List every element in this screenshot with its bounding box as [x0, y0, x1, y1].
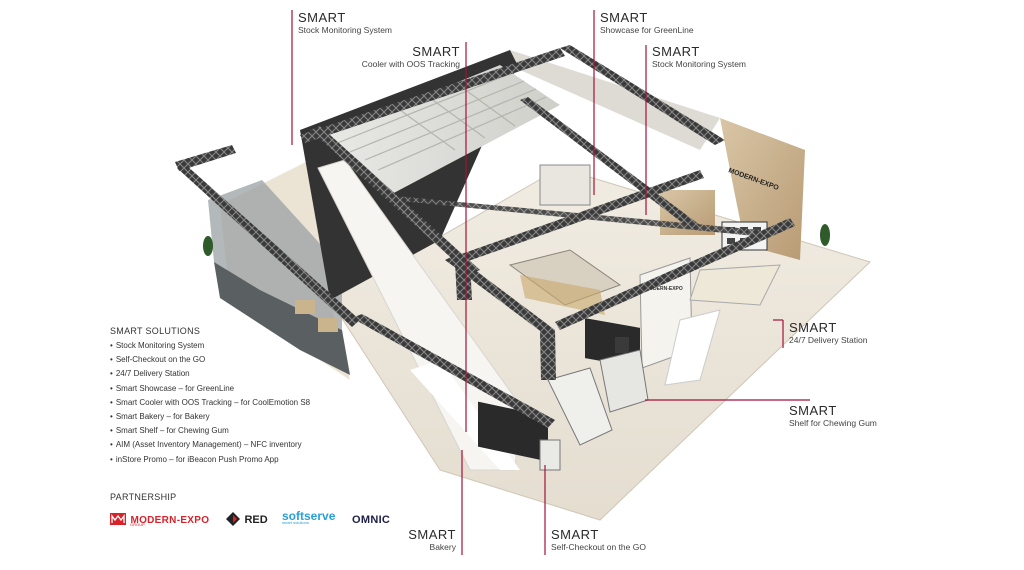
callout-self-checkout: SMART Self-Checkout on the GO: [551, 527, 646, 553]
callout-title: SMART: [408, 527, 456, 542]
modern-expo-name: MODERN-EXPO: [130, 515, 210, 526]
plant-left: [203, 236, 213, 256]
callout-subtitle: Bakery: [429, 542, 456, 552]
callout-subtitle: Cooler with OOS Tracking: [361, 59, 460, 69]
truss-structure: [175, 45, 795, 428]
ceiling-slats: [320, 65, 560, 195]
solution-item: Self-Checkout on the GO: [110, 353, 310, 367]
modern-expo-logo: MODERN-EXPO GROUP: [110, 510, 209, 528]
callout-title: SMART: [412, 44, 460, 59]
callout-stock-monitoring-2: SMART Stock Monitoring System: [652, 44, 746, 70]
softserve-sub: smart solutions: [282, 520, 309, 525]
callout-title: SMART: [298, 10, 346, 25]
back-wall: [510, 50, 720, 150]
red-name: RED: [244, 514, 268, 526]
modern-expo-sub: GROUP: [130, 522, 145, 527]
modern-expo-icon: [110, 512, 126, 525]
callout-chewing-gum-shelf: SMART Shelf for Chewing Gum: [789, 403, 877, 429]
solution-item: Smart Showcase – for GreenLine: [110, 382, 310, 396]
omnic-name: OMNIC: [352, 514, 391, 526]
callout-subtitle: Stock Monitoring System: [298, 25, 393, 35]
smart-solutions-title: SMART SOLUTIONS: [110, 326, 201, 336]
callout-stock-monitoring-1: SMART Stock Monitoring System: [298, 10, 392, 36]
solution-item: AIM (Asset Inventory Management) – NFC i…: [110, 438, 310, 452]
callout-subtitle: Stock Monitoring System: [652, 59, 747, 69]
solution-item: 24/7 Delivery Station: [110, 367, 310, 381]
omnic-logo: OMNIC: [352, 510, 390, 528]
smart-solutions-list: SMART SOLUTIONS Stock Monitoring System …: [110, 326, 310, 467]
svg-text:MODERN-EXPO: MODERN-EXPO: [645, 286, 683, 292]
callout-title: SMART: [652, 44, 700, 59]
checkout-counter: [547, 367, 613, 446]
plant-right: [820, 224, 830, 246]
callout-title: SMART: [551, 527, 599, 542]
callout-leaders: [291, 10, 810, 555]
softserve-logo: softserve smart solutions: [282, 507, 335, 525]
callout-subtitle: Self-Checkout on the GO: [551, 542, 646, 552]
callout-title: SMART: [789, 320, 837, 335]
solution-item: Stock Monitoring System: [110, 339, 310, 353]
callout-subtitle: Showcase for GreenLine: [600, 25, 694, 35]
callout-subtitle: 24/7 Delivery Station: [789, 335, 868, 345]
red-logo: RED: [226, 510, 268, 528]
callout-showcase: SMART Showcase for GreenLine: [600, 10, 694, 36]
solution-item: Smart Bakery – for Bakery: [110, 410, 310, 424]
callout-bakery: SMART Bakery: [380, 527, 456, 553]
red-diamond-icon: [226, 511, 240, 526]
callout-cooler: SMART Cooler with OOS Tracking: [340, 44, 460, 70]
solution-item: Smart Shelf – for Chewing Gum: [110, 424, 310, 438]
partnership-title: PARTNERSHIP: [110, 492, 177, 502]
callout-delivery-station: SMART 24/7 Delivery Station: [789, 320, 867, 346]
softserve-name: softserve: [282, 509, 336, 523]
partnership: PARTNERSHIP MODERN-EXPO GROUP RED softse…: [110, 492, 410, 542]
callout-title: SMART: [600, 10, 648, 25]
callout-subtitle: Shelf for Chewing Gum: [789, 418, 877, 428]
solution-item: inStore Promo – for iBeacon Push Promo A…: [110, 453, 310, 467]
callout-title: SMART: [789, 403, 837, 418]
solution-item: Smart Cooler with OOS Tracking – for Coo…: [110, 396, 310, 410]
